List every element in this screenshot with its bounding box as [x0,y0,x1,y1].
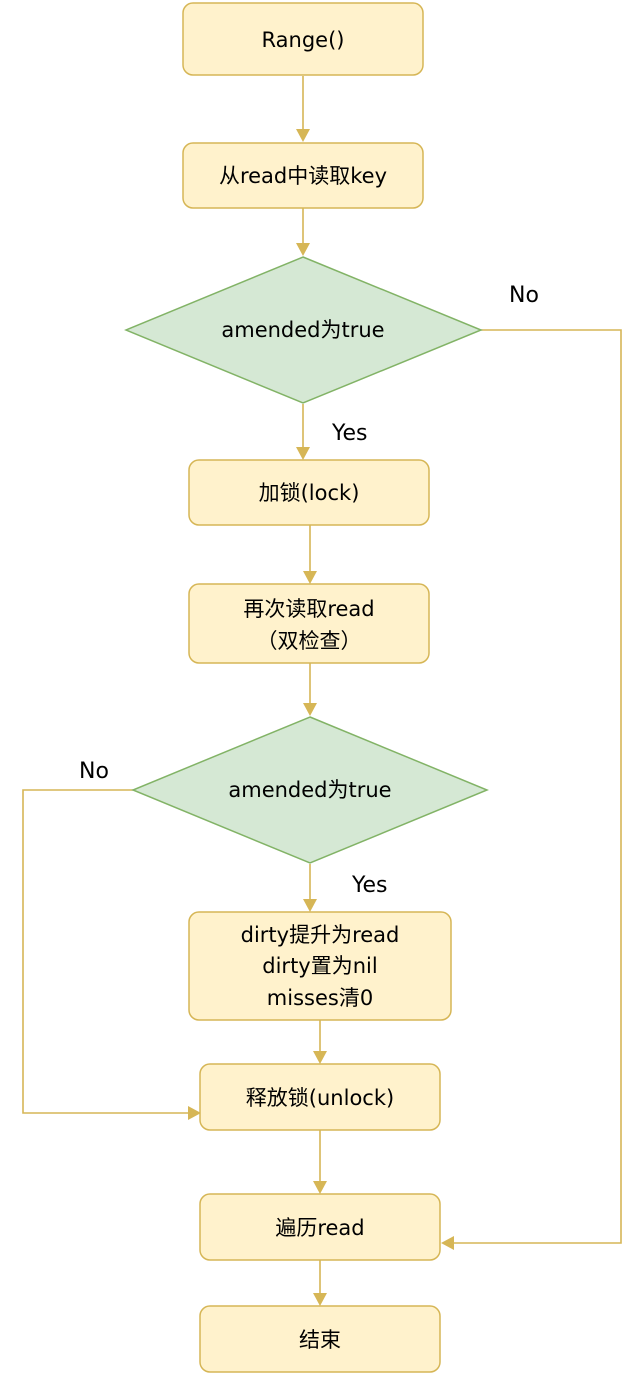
node-lock: 加锁(lock) [188,459,430,526]
node-label-line: （双检查） [257,629,362,653]
arrowhead [313,1293,327,1306]
node-label: 从read中读取key [219,164,387,188]
node-label: 加锁(lock) [259,481,360,505]
node-label: 结束 [299,1328,341,1352]
arrowhead [296,447,310,460]
arrowhead [313,1181,327,1194]
node-unlock: 释放锁(unlock) [199,1063,441,1131]
edges [22,76,622,1306]
node-label: amended为true [221,318,384,342]
node-end: 结束 [199,1305,441,1373]
node-reread: 再次读取read （双检查） [188,583,430,664]
node-start: Range() [182,2,424,76]
arrowhead [303,899,317,912]
node-label: 遍历read [275,1216,364,1240]
arrowhead [188,1106,201,1120]
node-label-line: misses清0 [267,986,373,1010]
arrowhead [296,129,310,142]
node-label-line: dirty置为nil [262,954,377,978]
arrowhead [313,1051,327,1064]
node-label: Range() [262,28,345,52]
arrowhead [441,1236,454,1250]
arrowhead [296,243,310,256]
arrowhead [303,703,317,716]
node-label: amended为true [228,778,391,802]
edge-label-no: No [509,283,539,308]
node-promote: dirty提升为read dirty置为nil misses清0 [188,911,452,1021]
node-label-line: 再次读取read [243,597,374,621]
edge-check2-no [22,789,190,1114]
node-check2: amended为true [131,716,489,864]
node-read-key: 从read中读取key [182,142,424,209]
edge-label-yes: Yes [351,873,388,898]
edge-label-yes: Yes [331,421,368,446]
node-label: 释放锁(unlock) [246,1086,394,1110]
node-label-line: dirty提升为read [241,923,400,947]
edge-label-no: No [79,759,109,784]
edge-check1-no [452,329,622,1244]
node-iterate: 遍历read [199,1193,441,1261]
arrowhead [303,571,317,584]
node-check1: amended为true [124,256,483,404]
